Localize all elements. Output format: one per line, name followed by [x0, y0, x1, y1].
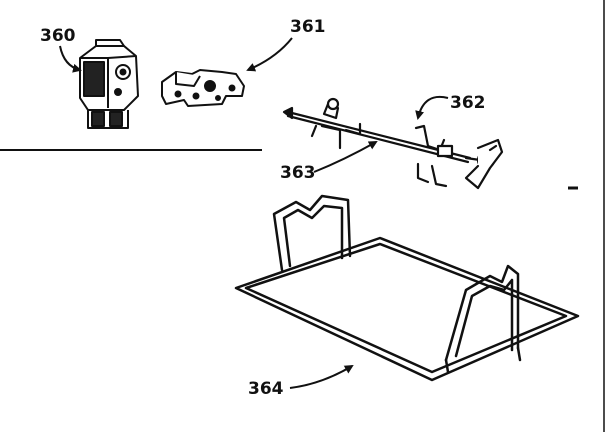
callout-362: 362 [450, 93, 486, 113]
leader-363 [313, 141, 378, 173]
leader-362 [415, 96, 449, 120]
mounting-bracket-icon [161, 69, 245, 107]
leader-360 [59, 45, 82, 73]
callout-360: 360 [40, 26, 76, 46]
spit-fork-icon [310, 97, 454, 188]
wire-rack-icon [234, 194, 580, 382]
leader-361 [246, 37, 293, 72]
spit-rod-icon [282, 106, 504, 190]
callout-361: 361 [290, 17, 326, 37]
leader-364 [289, 364, 354, 389]
callout-363: 363 [280, 163, 316, 183]
callout-364: 364 [248, 379, 284, 399]
rotisserie-motor-icon [79, 39, 139, 129]
